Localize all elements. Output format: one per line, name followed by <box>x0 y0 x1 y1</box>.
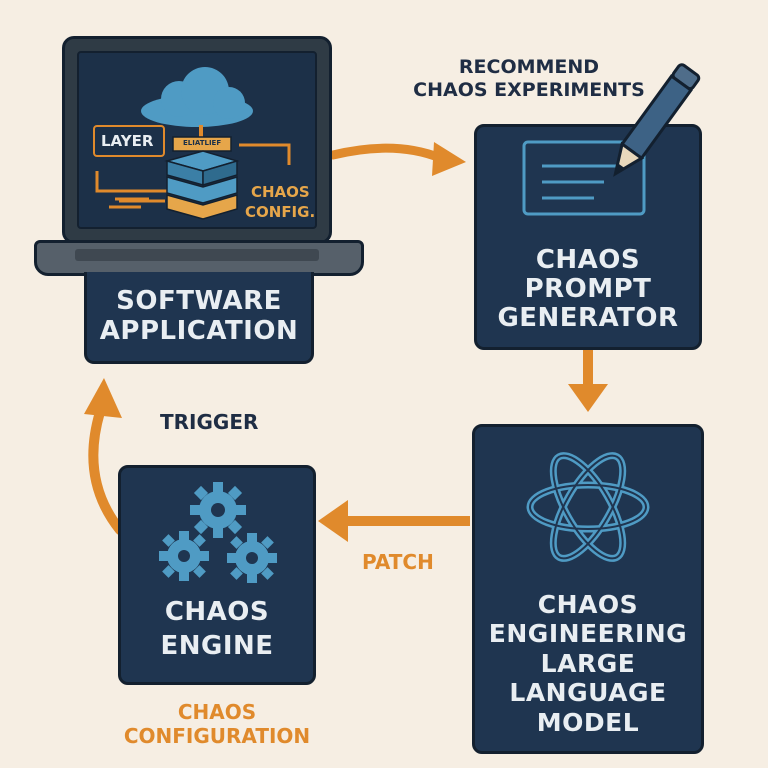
title-line: ENGINEERING <box>488 619 688 648</box>
title-line: PROMPT <box>524 273 652 304</box>
neural-knot-icon <box>526 452 650 562</box>
connector-lines <box>95 143 291 203</box>
label-line: CHAOS EXPERIMENTS <box>413 78 645 101</box>
layer-stack-icon <box>164 136 240 220</box>
node-title: CHAOS PROMPT GENERATOR <box>497 244 679 333</box>
title-line: LARGE <box>540 648 636 678</box>
gear-icon <box>227 533 277 583</box>
speed-lines <box>109 197 149 209</box>
arrow-trigger <box>84 378 125 535</box>
laptop-base <box>34 240 364 276</box>
arrow-to-prompt-generator <box>328 142 466 176</box>
node-software-application: SOFTWARE APPLICATION <box>84 272 314 364</box>
label-line: CONFIGURATION <box>123 724 311 748</box>
laptop-screen: LAYER ELIATLIEF CHAOS CONFIG. <box>62 36 332 244</box>
gear-icon <box>159 531 209 581</box>
chaos-config-line2: CONFIG. <box>245 203 316 221</box>
title-line: CHAOS <box>537 589 639 619</box>
title-line: MODEL <box>536 707 640 737</box>
gear-icon <box>190 482 246 538</box>
node-chaos-prompt-generator: CHAOS PROMPT GENERATOR <box>474 124 702 350</box>
title-line: APPLICATION <box>99 315 299 346</box>
laptop-display: LAYER ELIATLIEF CHAOS CONFIG. <box>77 51 317 229</box>
stack-tag: ELIATLIEF <box>183 139 222 147</box>
label-line: CHAOS <box>177 700 257 724</box>
title-line: SOFTWARE <box>116 286 282 317</box>
node-title: SOFTWARE APPLICATION <box>100 287 298 345</box>
cloud-icon <box>141 67 253 143</box>
arrow-to-llm <box>568 350 608 412</box>
label-chaos-configuration: CHAOS CONFIGURATION <box>118 700 316 748</box>
node-title: CHAOS ENGINEERING LARGE LANGUAGE MODEL <box>489 590 687 738</box>
arrow-patch <box>318 500 470 542</box>
title-line: CHAOS <box>535 244 641 275</box>
pencil-icon <box>613 63 701 177</box>
laptop-keyboard <box>75 249 319 261</box>
edge-label-trigger: TRIGGER <box>160 410 259 434</box>
edge-label-recommend: RECOMMEND CHAOS EXPERIMENTS <box>398 56 660 102</box>
title-line: GENERATOR <box>497 302 679 333</box>
edge-label-patch: PATCH <box>362 550 434 574</box>
title-line: CHAOS <box>164 597 270 628</box>
title-line: ENGINE <box>160 631 274 662</box>
layer-label: LAYER <box>101 132 154 150</box>
title-line: LANGUAGE <box>509 678 667 707</box>
laptop-illustration <box>95 67 291 220</box>
label-line: RECOMMEND <box>458 56 600 78</box>
layer-label-box: LAYER <box>93 125 165 157</box>
chaos-config-line1: CHAOS <box>251 183 310 201</box>
node-chaos-engineering-llm: CHAOS ENGINEERING LARGE LANGUAGE MODEL <box>472 424 704 754</box>
node-title: CHAOS ENGINE <box>160 596 273 664</box>
document-icon <box>522 140 646 216</box>
gears-icon <box>159 482 277 583</box>
